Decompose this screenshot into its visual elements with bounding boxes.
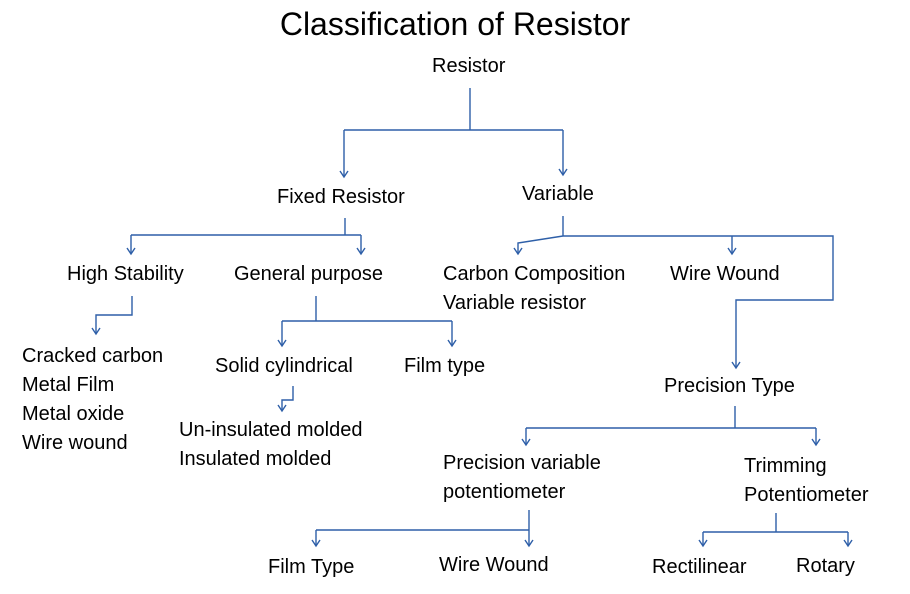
connector-high-stability xyxy=(95,296,133,333)
arrowhead xyxy=(339,170,349,179)
carbon-composition-line1: Carbon Composition xyxy=(443,263,626,285)
arrowhead xyxy=(91,327,101,336)
precision-variable-line2: potentiometer xyxy=(443,481,566,503)
arrowhead xyxy=(558,168,568,177)
arrowhead xyxy=(447,339,457,348)
connector-variable xyxy=(517,216,834,367)
arrowhead xyxy=(524,539,534,548)
node-rotary: Rotary xyxy=(796,555,855,577)
list-item: Wire wound xyxy=(22,432,128,454)
node-precision-variable-potentiometer: Precision variable potentiometer xyxy=(443,449,601,507)
arrowhead xyxy=(277,339,287,348)
list-item: Insulated molded xyxy=(179,448,332,470)
connector-precision-type xyxy=(525,406,817,444)
diagram-title: Classification of Resistor xyxy=(279,6,631,42)
node-wire-wound-pv: Wire Wound xyxy=(439,554,549,576)
connector-trimming xyxy=(702,513,849,545)
carbon-composition-line2: Variable resistor xyxy=(443,292,587,314)
list-item: Metal oxide xyxy=(22,403,125,425)
node-trimming-potentiometer: Trimming Potentiometer xyxy=(744,452,869,510)
arrowhead xyxy=(698,539,708,548)
node-general-purpose: General purpose xyxy=(234,263,383,285)
arrowhead xyxy=(521,438,531,447)
node-fixed-resistor: Fixed Resistor xyxy=(277,186,405,208)
arrowhead xyxy=(356,247,366,256)
node-solid-cylindrical: Solid cylindrical xyxy=(215,355,353,377)
precision-variable-line1: Precision variable xyxy=(443,452,601,474)
node-film-type-pv: Film Type xyxy=(268,556,355,578)
node-carbon-composition: Carbon Composition Variable resistor xyxy=(443,260,625,318)
node-high-stability-types: Cracked carbon Metal Film Metal oxide Wi… xyxy=(22,342,163,458)
connector-general-purpose xyxy=(281,296,453,345)
node-wire-wound-variable: Wire Wound xyxy=(670,263,780,285)
list-item: Un-insulated molded xyxy=(179,419,363,441)
node-high-stability: High Stability xyxy=(67,263,184,285)
trimming-line1: Trimming xyxy=(744,455,827,477)
node-resistor: Resistor xyxy=(432,55,506,77)
node-solid-types: Un-insulated molded Insulated molded xyxy=(179,416,362,474)
connector-resistor xyxy=(343,88,564,176)
node-film-type: Film type xyxy=(404,355,486,377)
arrowhead xyxy=(513,247,523,256)
connector-fixed-resistor xyxy=(130,218,362,253)
list-item: Metal Film xyxy=(22,374,115,396)
arrowhead xyxy=(811,438,821,447)
arrowhead xyxy=(126,247,136,256)
arrowhead xyxy=(277,404,287,413)
node-variable: Variable xyxy=(522,183,594,205)
connector-precision-variable xyxy=(315,510,530,545)
connector-solid-cylindrical xyxy=(281,386,294,410)
arrowhead xyxy=(843,539,853,548)
node-rectilinear: Rectilinear xyxy=(652,556,747,578)
arrowhead xyxy=(311,539,321,548)
node-precision-type: Precision Type xyxy=(664,375,795,397)
arrowhead xyxy=(731,361,741,370)
arrowhead xyxy=(727,247,737,256)
list-item: Cracked carbon xyxy=(22,345,164,367)
trimming-line2: Potentiometer xyxy=(744,484,869,506)
